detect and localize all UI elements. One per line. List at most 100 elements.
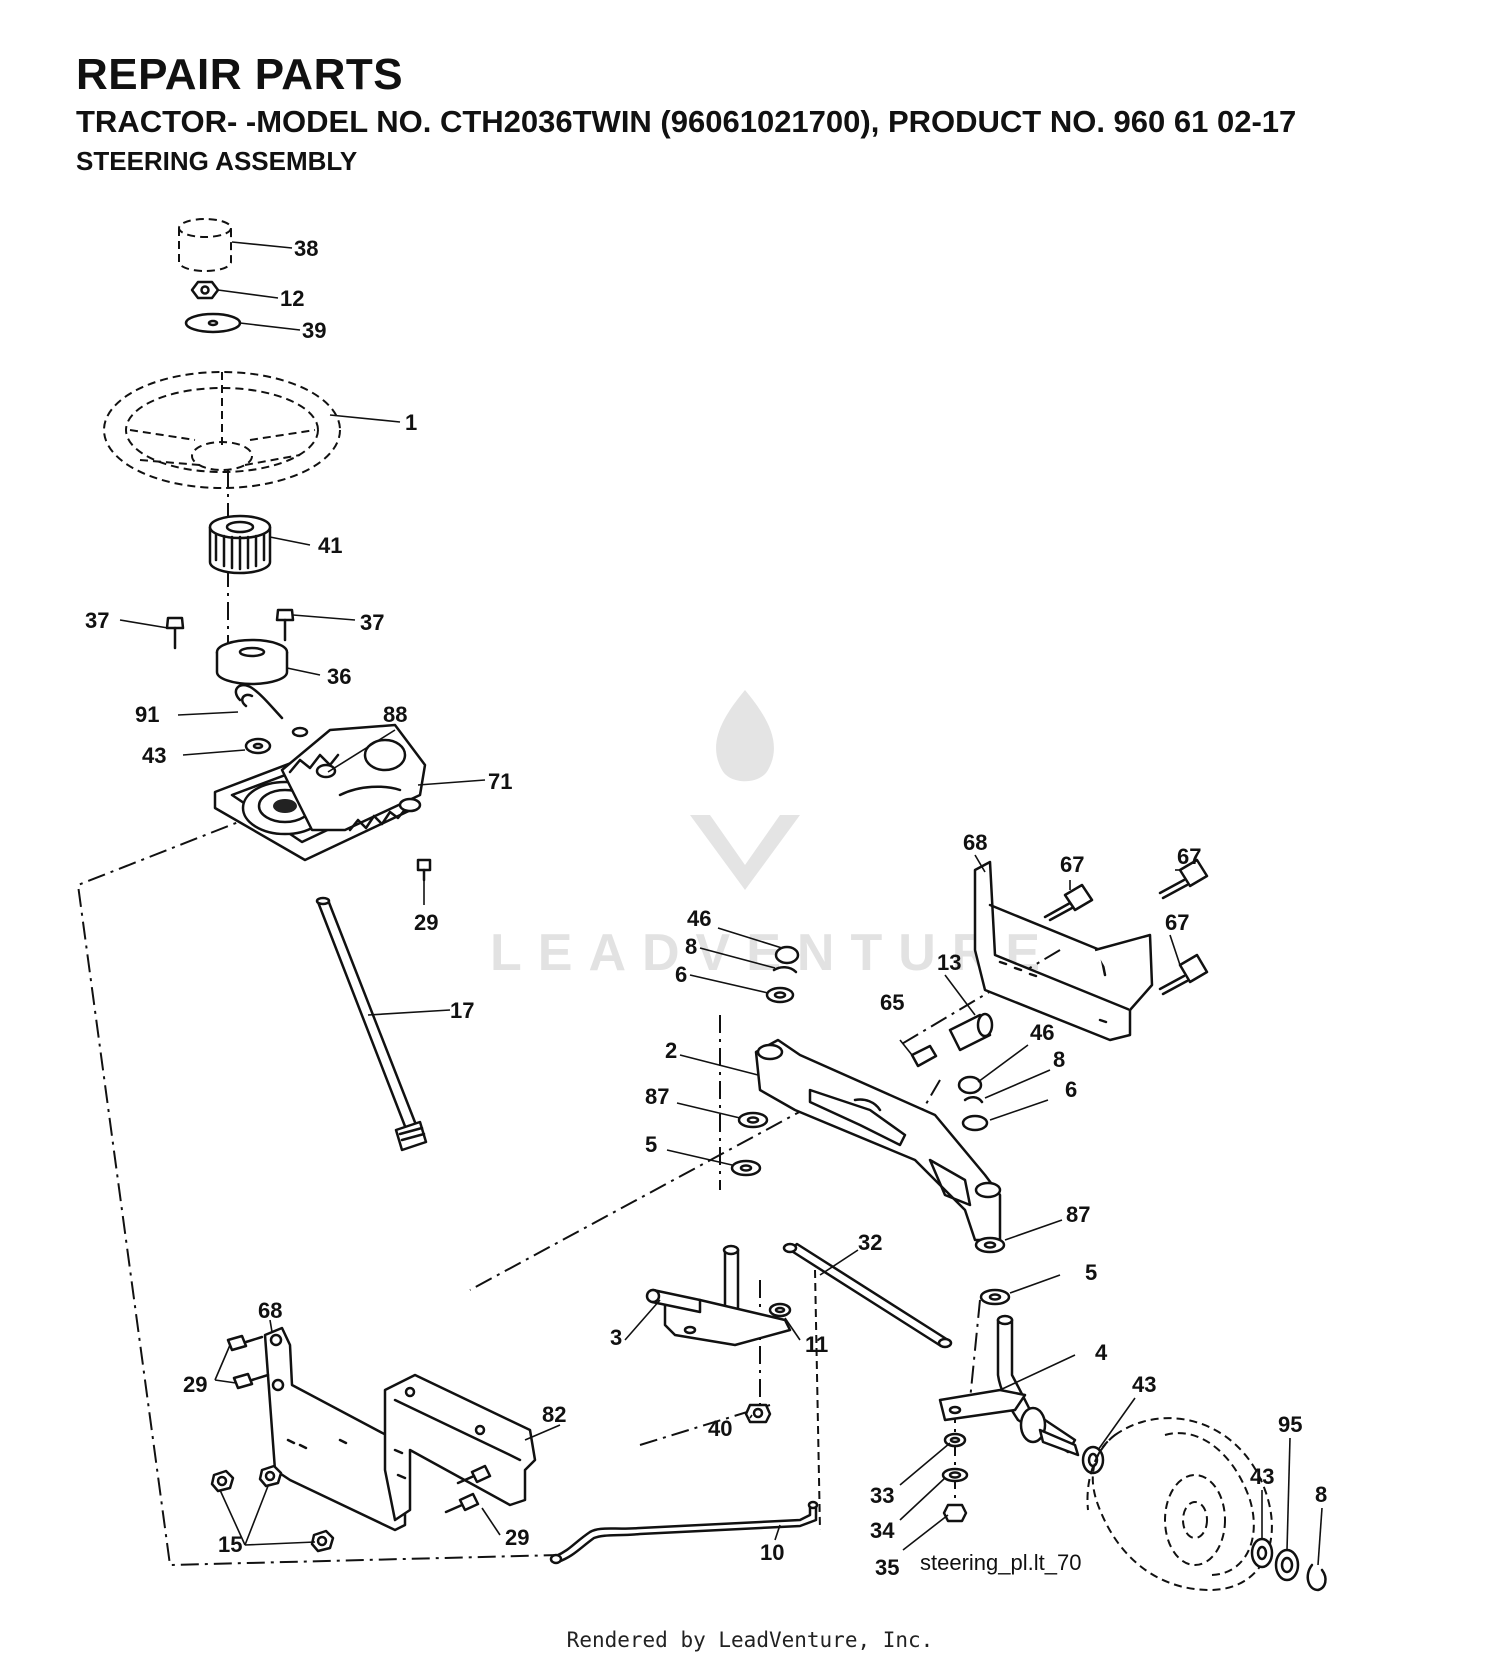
callout-33: 33 [870, 1483, 894, 1508]
leader-lines [119, 241, 1323, 1566]
callout-36: 36 [327, 664, 351, 689]
washer-34 [941, 1467, 969, 1483]
nut-35 [942, 1503, 968, 1523]
steering-gear-assembly [213, 723, 427, 862]
callout-82: 82 [542, 1402, 566, 1427]
callout-8-wheel: 8 [1315, 1482, 1327, 1507]
callout-38: 38 [294, 236, 318, 261]
callout-87-left: 87 [645, 1084, 669, 1109]
callout-2: 2 [665, 1038, 677, 1063]
bolt-left [165, 616, 185, 650]
page-title: REPAIR PARTS [76, 50, 404, 99]
callout-37-right: 37 [360, 610, 384, 635]
bracket-bolt-2 [1158, 858, 1209, 900]
diagram-reference: steering_pl.lt_70 [920, 1550, 1081, 1575]
callout-88: 88 [383, 702, 407, 727]
callout-40: 40 [708, 1416, 732, 1441]
callout-11: 11 [805, 1332, 828, 1357]
callout-43-spindle: 43 [1132, 1372, 1156, 1397]
washer-5-left [730, 1159, 762, 1177]
callout-29-plate: 29 [505, 1525, 529, 1550]
callout-10: 10 [760, 1540, 784, 1565]
axle-bracket-left [263, 1326, 407, 1532]
callout-5-left: 5 [645, 1132, 657, 1157]
bolt-29-upper [226, 1334, 264, 1352]
section-title: STEERING ASSEMBLY [76, 146, 358, 176]
bolt-29-plate-lower [444, 1492, 480, 1514]
callout-15: 15 [218, 1532, 242, 1557]
bolt-29-lower [232, 1372, 270, 1390]
callout-6-left: 6 [675, 962, 687, 987]
drag-link [549, 1500, 819, 1565]
bracket-bolt-3 [1158, 953, 1209, 996]
axle-cap-right [957, 1075, 983, 1095]
washer-upper [244, 737, 272, 755]
e-ring-wheel [1306, 1563, 1327, 1592]
callout-67-c: 67 [1165, 910, 1189, 935]
nut-15-b [258, 1464, 283, 1488]
callout-87-right: 87 [1066, 1202, 1090, 1227]
steering-shaft [315, 896, 428, 1152]
left-spindle [645, 1244, 792, 1347]
callout-8-right: 8 [1053, 1047, 1065, 1072]
flat-washer [184, 312, 242, 334]
axle-bracket-right [973, 860, 1154, 1042]
callout-32: 32 [858, 1230, 882, 1255]
washer-87-right [974, 1236, 1006, 1254]
callout-4: 4 [1095, 1340, 1108, 1365]
front-axle [754, 1038, 1002, 1242]
hex-nut [190, 280, 220, 300]
callout-17: 17 [450, 998, 474, 1023]
callout-46-left: 46 [687, 906, 711, 931]
callout-13: 13 [937, 950, 961, 975]
front-wheel [1086, 1417, 1273, 1592]
locknut-40 [744, 1403, 772, 1424]
callout-67-b: 67 [1177, 844, 1201, 869]
washer-5-right [979, 1288, 1011, 1306]
bolt-right [275, 608, 295, 642]
washer-6-right [961, 1114, 989, 1132]
callout-65: 65 [880, 990, 904, 1015]
callout-5-right: 5 [1085, 1260, 1097, 1285]
washer-95-wheel [1274, 1548, 1300, 1582]
pivot-spacer [948, 1012, 994, 1052]
steering-wheel [103, 371, 341, 489]
callout-labels: 38 12 39 1 41 37 37 36 91 88 43 71 29 17… [85, 236, 1327, 1580]
callout-43-wheel: 43 [1250, 1464, 1274, 1489]
callout-68-left: 68 [258, 1298, 282, 1323]
callout-3: 3 [610, 1325, 622, 1350]
callout-29-left: 29 [183, 1372, 207, 1397]
axle-cap-left [774, 945, 800, 965]
washer-43-wheel [1250, 1537, 1274, 1569]
callout-12: 12 [280, 286, 304, 311]
nut-15-a [210, 1469, 235, 1493]
callout-68-right: 68 [963, 830, 987, 855]
callout-41: 41 [318, 533, 342, 558]
callout-34: 34 [870, 1518, 895, 1543]
e-ring-right [963, 1096, 984, 1104]
callout-37-left: 37 [85, 608, 109, 633]
callout-1: 1 [405, 410, 417, 435]
model-subtitle: TRACTOR- -MODEL NO. CTH2036TWIN (9606102… [76, 104, 1297, 139]
washer-6-left [765, 986, 795, 1004]
steering-bushing [215, 638, 289, 686]
bolt-gear [416, 858, 432, 882]
footer-credit: Rendered by LeadVenture, Inc. [566, 1628, 934, 1652]
callout-46-right: 46 [1030, 1020, 1054, 1045]
steering-support-plate [383, 1373, 537, 1522]
callout-6-right: 6 [1065, 1077, 1077, 1102]
steering-adapter [208, 514, 272, 575]
leadventure-watermark: LEADVENTURE [490, 690, 1040, 982]
right-spindle [938, 1314, 1080, 1457]
callout-39: 39 [302, 318, 326, 343]
spring-clip [234, 683, 284, 720]
callout-35: 35 [875, 1555, 899, 1580]
bracket-bolt-1 [1043, 883, 1094, 922]
callout-91: 91 [135, 702, 159, 727]
pivot-pin [910, 1044, 938, 1068]
washer-87-left [737, 1111, 769, 1129]
callout-8-left: 8 [685, 934, 697, 959]
nut-15-c [310, 1529, 335, 1553]
callout-29-gear: 29 [414, 910, 438, 935]
